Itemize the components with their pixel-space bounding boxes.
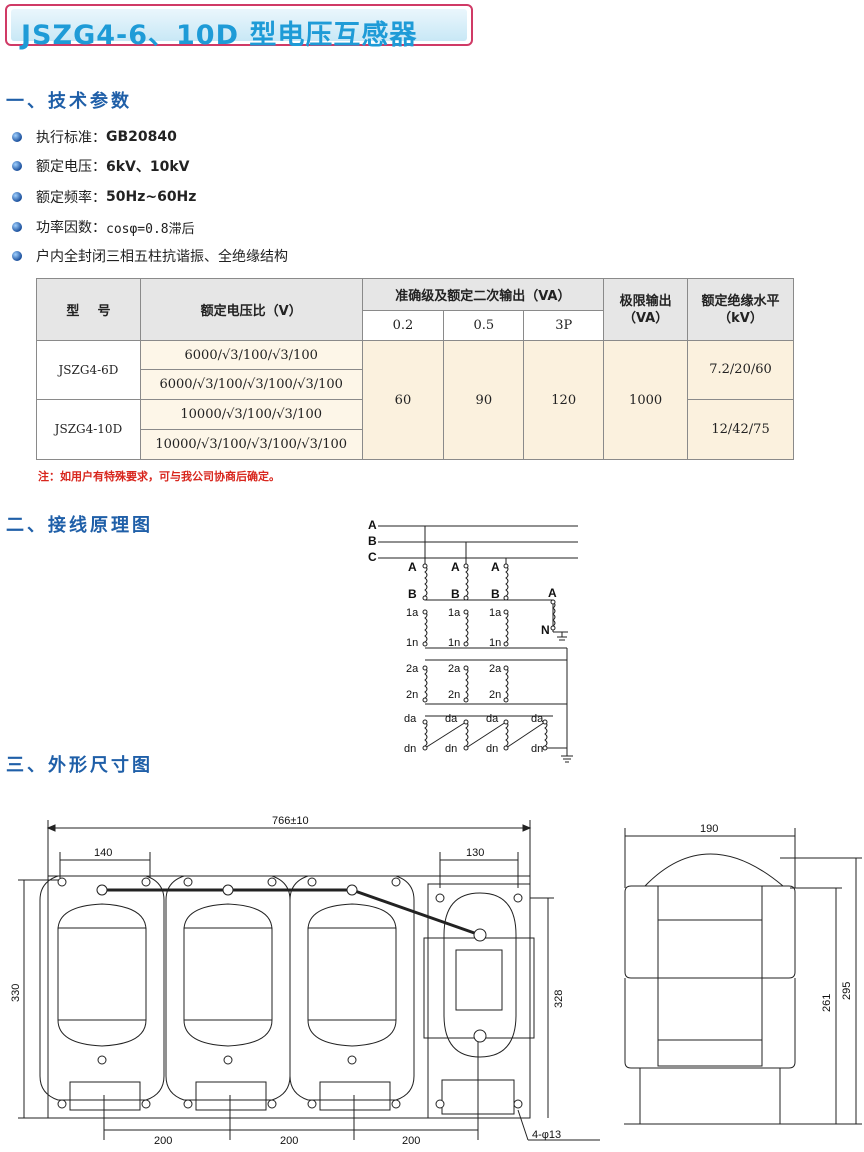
ratio-cell: 6000/√3/100/√3/100 (139, 340, 363, 371)
dim-side-h1: 261 (821, 994, 833, 1012)
insulation-10d: 12/42/75 (687, 398, 794, 461)
terminal-label: da (404, 713, 417, 725)
bullet-frequency: 额定频率：50Hz~60Hz (12, 187, 196, 207)
terminal-label: 1a (448, 607, 461, 619)
coil-set (424, 565, 567, 749)
bullet-label: 执行标准： (36, 130, 106, 146)
bullet-value: 50Hz~60Hz (106, 189, 197, 205)
dim-holes: 4-φ13 (532, 1129, 561, 1141)
terminal-label: 2a (448, 663, 461, 675)
terminal-label: dn (531, 743, 543, 755)
terminal-label: N (541, 623, 550, 637)
bullet-value: cosφ=0.8滞后 (106, 221, 195, 237)
bullet-dot-icon (12, 192, 22, 202)
bullet-power-factor: 功率因数：cosφ=0.8滞后 (12, 217, 195, 237)
terminal-label: da (486, 713, 499, 725)
terminal-label: 2n (406, 689, 418, 701)
dim-pitch: 200 (402, 1135, 420, 1147)
limit-output: 1000 (603, 340, 689, 460)
table-note: 注：如用户有特殊要求，可与我公司协商后确定。 (38, 470, 280, 483)
class-0-5: 0.5 (443, 310, 525, 342)
section-heading-specs: 一、技术参数 (6, 91, 132, 112)
dim-side-h2: 295 (841, 982, 853, 1000)
bullet-voltage: 额定电压：6kV、10kV (12, 156, 190, 176)
dim-height: 330 (10, 984, 22, 1002)
terminal-label: 1a (406, 607, 419, 619)
header-insulation: 额定绝缘水平 （kV） (687, 277, 794, 342)
terminal-label: 2a (406, 663, 419, 675)
bullet-standard: 执行标准：GB20840 (12, 127, 177, 147)
bullet-dot-icon (12, 132, 22, 142)
header-limit-output: 极限输出 （VA） (603, 277, 689, 342)
terminal-label: B (408, 587, 417, 601)
terminal-label: 1n (448, 637, 460, 649)
dim-side-width: 190 (700, 823, 718, 835)
bullet-value: GB20840 (106, 129, 177, 145)
header-ratio: 额定电压比（V） (139, 277, 363, 342)
ratio-cell: 10000/√3/100/√3/100 (139, 398, 363, 430)
terminal-label: B (451, 587, 460, 601)
terminal-label: da (531, 713, 544, 725)
output-3p: 120 (523, 340, 605, 460)
terminal-label: 1n (406, 637, 418, 649)
output-0-5: 90 (443, 340, 525, 460)
dim-pitch: 200 (154, 1135, 172, 1147)
page-title: JSZG4-6、10D 型电压互感器 (21, 20, 418, 51)
bullet-label: 功率因数： (36, 220, 106, 236)
class-0-2: 0.2 (361, 310, 445, 342)
ratio-cell: 6000/√3/100/√3/100/√3/100 (139, 369, 363, 400)
model-10d: JSZG4-10D (36, 398, 141, 461)
dim-total-width: 766±10 (272, 815, 309, 827)
dim-aux-width: 130 (466, 847, 484, 859)
terminal-label: A (548, 586, 557, 600)
model-6d: JSZG4-6D (36, 340, 141, 400)
class-3p: 3P (523, 310, 605, 342)
insulation-6d: 7.2/20/60 (687, 340, 794, 400)
output-0-2: 60 (361, 340, 445, 460)
phase-label: B (368, 534, 377, 548)
terminal-label: 1a (489, 607, 502, 619)
terminal-label: da (445, 713, 458, 725)
phase-label: A (368, 518, 377, 532)
dim-pitch: 200 (280, 1135, 298, 1147)
bullet-label: 额定频率： (36, 190, 106, 206)
terminal-label: dn (486, 743, 498, 755)
terminal-label: A (408, 560, 417, 574)
terminal-label: A (451, 560, 460, 574)
terminal-label: B (491, 587, 500, 601)
dim-unit-width: 140 (94, 847, 112, 859)
section-heading-wiring: 二、接线原理图 (6, 515, 153, 536)
terminal-label: 2n (448, 689, 460, 701)
bullet-value: 6kV、10kV (106, 159, 190, 175)
section-heading-dimensions: 三、外形尺寸图 (6, 755, 153, 776)
header-accuracy: 准确级及额定二次输出（VA） (361, 277, 605, 312)
bullet-label: 户内全封闭三相五柱抗谐振、全绝缘结构 (36, 249, 288, 265)
terminal-label: dn (404, 743, 416, 755)
bullet-dot-icon (12, 222, 22, 232)
title-banner: JSZG4-6、10D 型电压互感器 (5, 4, 473, 51)
terminal-label: A (491, 560, 500, 574)
bullet-dot-icon (12, 251, 22, 261)
terminal-label: 1n (489, 637, 501, 649)
spec-table: 型 号 额定电压比（V） 准确级及额定二次输出（VA） 极限输出 （VA） 额定… (36, 277, 794, 461)
terminal-label: dn (445, 743, 457, 755)
phase-label: C (368, 550, 377, 564)
dim-aux-height: 328 (553, 990, 565, 1008)
header-model: 型 号 (36, 277, 141, 342)
bullet-dot-icon (12, 161, 22, 171)
bullet-structure: 户内全封闭三相五柱抗谐振、全绝缘结构 (12, 246, 288, 266)
title-background (11, 9, 467, 41)
ratio-cell: 10000/√3/100/√3/100/√3/100 (139, 428, 363, 461)
terminal-label: 2a (489, 663, 502, 675)
bullet-label: 额定电压： (36, 159, 106, 175)
terminal-label: 2n (489, 689, 501, 701)
